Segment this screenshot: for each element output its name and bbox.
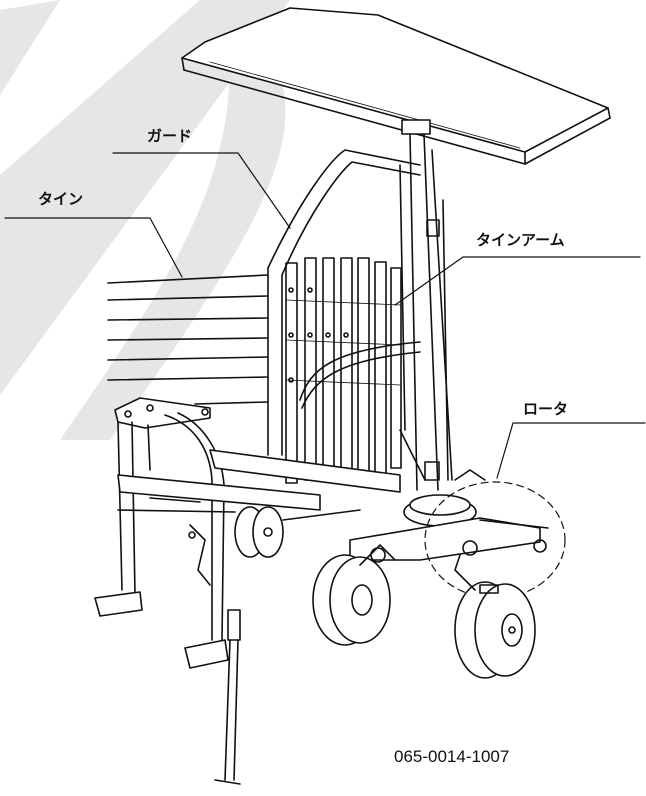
leader-lines bbox=[4, 152, 646, 479]
rotor-label: ロータ bbox=[523, 400, 569, 418]
main-post bbox=[409, 133, 453, 491]
canopy bbox=[181, 7, 611, 165]
stand-leg bbox=[94, 591, 241, 785]
tine-arm-label: タインアーム bbox=[476, 231, 565, 249]
leader-tinearm bbox=[394, 256, 641, 306]
watermark bbox=[0, 0, 290, 440]
part-number: 065-0014-1007 bbox=[394, 747, 510, 766]
ground-wheel-left bbox=[312, 544, 396, 646]
leader-guard bbox=[112, 152, 291, 229]
hitch-frame bbox=[114, 397, 401, 641]
tines bbox=[107, 274, 269, 405]
ground-wheel-right bbox=[454, 554, 536, 679]
rotor-assembly bbox=[349, 469, 549, 563]
guard-label: ガード bbox=[147, 127, 193, 145]
leader-tine bbox=[4, 217, 183, 278]
tine-arms bbox=[285, 257, 402, 484]
small-wheel bbox=[234, 506, 361, 558]
leader-rotor bbox=[496, 422, 646, 479]
tine-label: タイン bbox=[38, 190, 84, 208]
